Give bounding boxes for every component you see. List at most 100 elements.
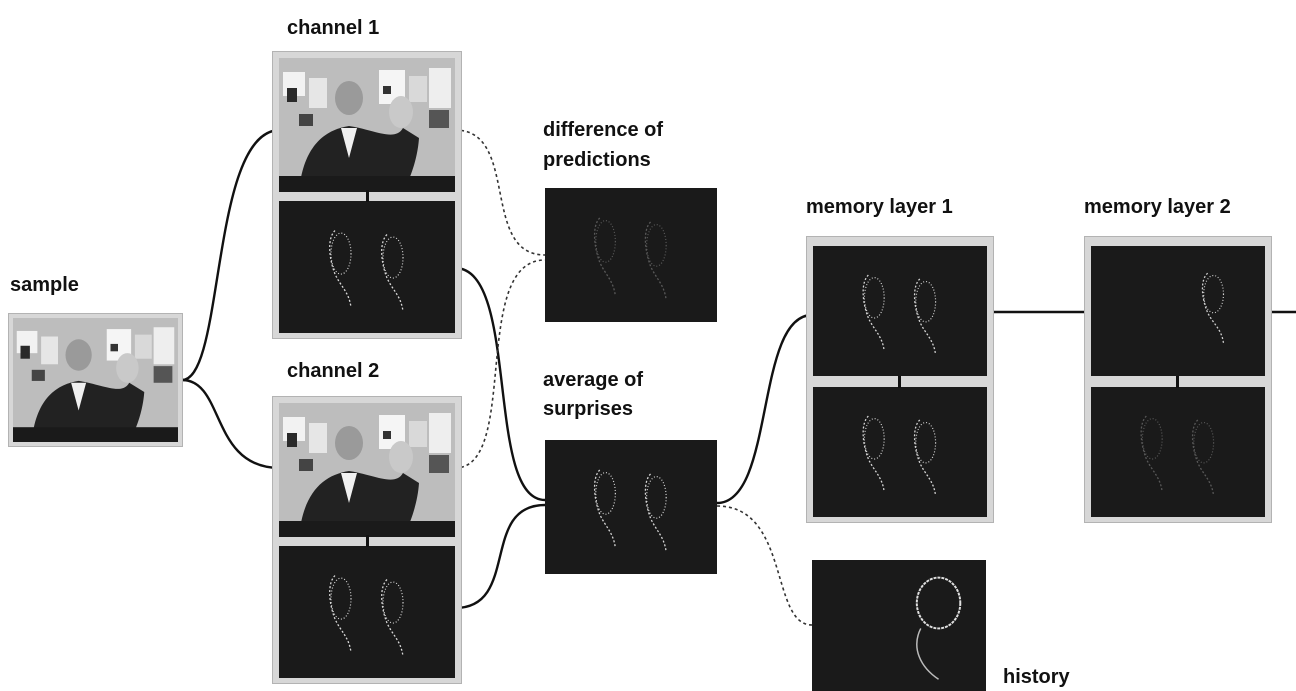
background-object bbox=[409, 76, 427, 102]
memory1-frame bbox=[806, 236, 994, 523]
person-body bbox=[31, 380, 145, 442]
edge-outline bbox=[1141, 418, 1163, 460]
label-channel-2: channel 2 bbox=[287, 360, 380, 382]
dark-background bbox=[545, 440, 717, 574]
edge-outline bbox=[382, 581, 404, 624]
wire-sample-to-channel1 bbox=[181, 128, 281, 382]
person-body bbox=[299, 126, 419, 192]
background-object bbox=[429, 68, 451, 108]
background-object bbox=[134, 334, 152, 359]
background-object bbox=[287, 433, 297, 447]
label-memory-layer-1: memory layer 1 bbox=[806, 196, 953, 218]
edge-outline bbox=[915, 576, 962, 630]
edge-outline bbox=[915, 421, 937, 464]
average-image bbox=[545, 440, 717, 574]
memory2-lower-image bbox=[1091, 387, 1265, 517]
label-sample: sample bbox=[10, 274, 79, 296]
background-object bbox=[409, 421, 427, 447]
channel2-prediction-image bbox=[279, 403, 455, 537]
foreground-desk bbox=[279, 521, 455, 537]
person-head bbox=[65, 339, 92, 371]
person-hand bbox=[116, 353, 139, 383]
memory1-link bbox=[898, 376, 901, 388]
background-object bbox=[299, 114, 313, 126]
person-shirt bbox=[71, 382, 87, 411]
label-history: history bbox=[1003, 666, 1070, 688]
dark-background bbox=[279, 546, 455, 678]
memory1-upper-image bbox=[813, 246, 987, 376]
edge-outline bbox=[646, 476, 667, 519]
background-object bbox=[287, 88, 297, 102]
person-body bbox=[299, 471, 419, 537]
edge-outline bbox=[330, 577, 352, 620]
wire-average-to-memory1 bbox=[716, 313, 813, 505]
background-object bbox=[429, 413, 451, 453]
dark-background bbox=[545, 188, 717, 322]
wire-channel2-to-average bbox=[454, 503, 546, 610]
edge-outline bbox=[863, 277, 885, 319]
foreground-desk bbox=[13, 427, 178, 442]
person-shirt bbox=[341, 128, 357, 158]
label-difference-line1: difference of bbox=[543, 119, 664, 141]
background-object bbox=[429, 110, 449, 128]
background-object bbox=[299, 459, 313, 471]
difference-image bbox=[545, 188, 717, 322]
background-object bbox=[20, 345, 30, 359]
edge-outline bbox=[382, 236, 404, 279]
edge-outline bbox=[1203, 274, 1225, 314]
dark-background bbox=[279, 201, 455, 333]
label-channel-1: channel 1 bbox=[287, 17, 380, 39]
dark-background bbox=[1091, 246, 1265, 376]
person-hand bbox=[389, 441, 413, 473]
dashed-channel2-to-difference bbox=[454, 259, 546, 469]
person-head bbox=[335, 426, 363, 460]
dashed-average-to-history bbox=[716, 505, 813, 626]
label-memory-layer-2: memory layer 2 bbox=[1084, 196, 1231, 218]
channel1-frame bbox=[272, 51, 462, 339]
channel2-surprise-image bbox=[279, 546, 455, 678]
channel1-link bbox=[366, 190, 369, 202]
background-object bbox=[429, 455, 449, 473]
background-object bbox=[309, 78, 327, 108]
channel1-prediction-image bbox=[279, 58, 455, 192]
label-average-line1: average of bbox=[543, 369, 644, 391]
edge-outline bbox=[595, 220, 616, 263]
background-object bbox=[383, 431, 391, 439]
background-object bbox=[153, 366, 173, 383]
channel1-surprise-image bbox=[279, 201, 455, 333]
memory2-upper-image bbox=[1091, 246, 1265, 376]
sample-image bbox=[13, 318, 178, 442]
wire-sample-to-channel2 bbox=[181, 378, 281, 470]
memory1-lower-image bbox=[813, 387, 987, 517]
foreground-desk bbox=[279, 176, 455, 192]
edge-outline bbox=[595, 472, 616, 515]
background-object bbox=[153, 327, 175, 365]
edge-outline bbox=[646, 224, 667, 267]
edge-outline bbox=[330, 232, 352, 275]
background-object bbox=[41, 336, 58, 365]
background-object bbox=[31, 369, 45, 381]
wire-channel1-to-average bbox=[454, 266, 546, 502]
history-image bbox=[812, 560, 986, 691]
channel2-link bbox=[366, 535, 369, 547]
label-average-line2: surprises bbox=[543, 398, 634, 420]
background-object bbox=[309, 423, 327, 453]
dark-background bbox=[1091, 387, 1265, 517]
memory2-link bbox=[1176, 376, 1179, 388]
dark-background bbox=[813, 387, 987, 517]
person-head bbox=[335, 81, 363, 115]
dark-background bbox=[813, 246, 987, 376]
edge-outline bbox=[863, 418, 885, 460]
background-object bbox=[383, 86, 391, 94]
edge-outline bbox=[1193, 421, 1215, 464]
sample-frame bbox=[8, 313, 183, 447]
dashed-channel1-to-difference bbox=[454, 129, 546, 256]
edge-outline bbox=[916, 628, 939, 680]
label-difference-line2: predictions bbox=[543, 149, 651, 171]
person-hand bbox=[389, 96, 413, 128]
background-object bbox=[110, 343, 118, 352]
dark-background bbox=[812, 560, 986, 691]
person-shirt bbox=[341, 473, 357, 503]
